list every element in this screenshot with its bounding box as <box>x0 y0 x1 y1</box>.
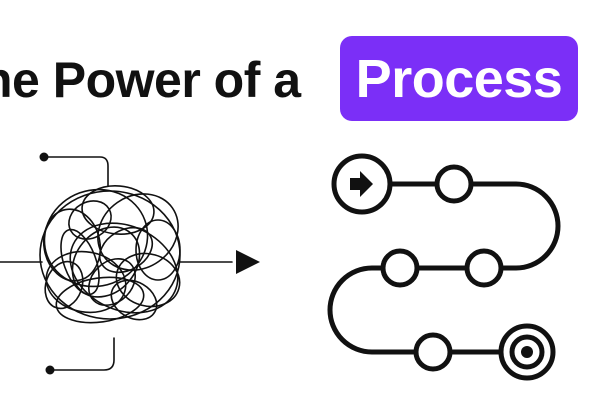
process-step-node <box>464 248 504 288</box>
headline-highlight-word: Process <box>355 49 563 109</box>
headline-highlight-box <box>340 36 578 121</box>
right-arrow-icon <box>236 250 260 274</box>
target-icon <box>498 323 556 381</box>
winding-path-icon <box>327 181 561 355</box>
process-step-node <box>380 248 420 288</box>
process-step-node <box>413 332 453 372</box>
tangled-lines-icon <box>0 152 233 375</box>
headline-prefix: he Power of a <box>0 52 301 108</box>
process-step-node <box>434 164 474 204</box>
arrow-start-icon <box>331 153 393 215</box>
